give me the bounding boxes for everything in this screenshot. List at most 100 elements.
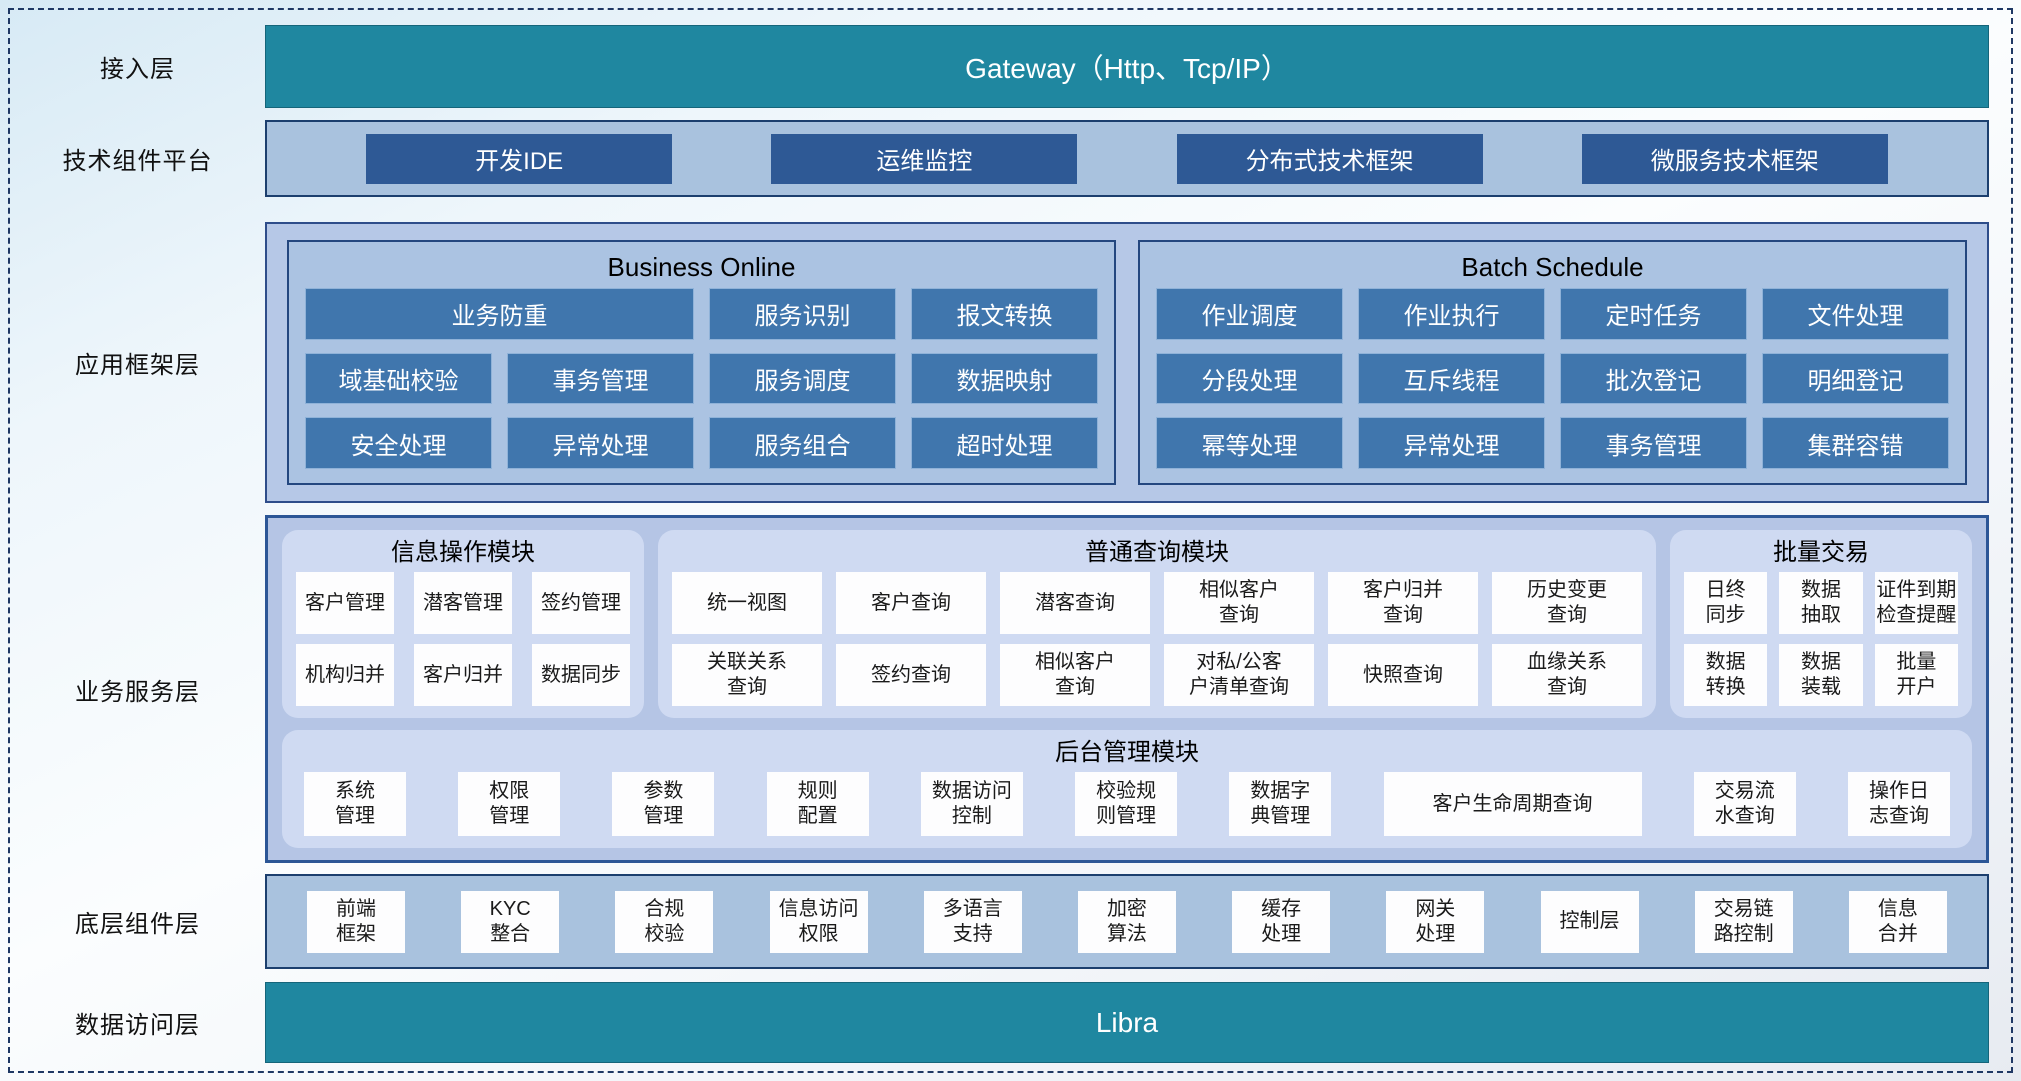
batch-schedule-item: 分段处理 <box>1156 352 1343 405</box>
info-operation-title: 信息操作模块 <box>391 539 535 566</box>
admin-module-item: 客户生命周期查询 <box>1383 772 1642 836</box>
batch-schedule-item: 文件处理 <box>1762 288 1949 340</box>
info-operation-item: 潜客管理 <box>414 572 512 634</box>
business-online-item: 服务调度 <box>709 352 896 405</box>
business-online-item: 超时处理 <box>911 417 1098 469</box>
business-service-row: 业务服务层 信息操作模块 客户管理潜客管理签约管理机构归并客户归并数据同步 普通… <box>10 515 1989 863</box>
base-component-item: 网关 处理 <box>1386 890 1485 953</box>
batch-schedule-item: 事务管理 <box>1560 417 1747 469</box>
admin-module-item: 数据访问 控制 <box>920 772 1023 836</box>
base-components-label: 底层组件层 <box>75 911 200 938</box>
normal-query-item: 潜客查询 <box>1000 572 1150 634</box>
batch-schedule-item: 幂等处理 <box>1156 417 1343 469</box>
base-component-item: 缓存 处理 <box>1232 890 1331 953</box>
business-online-title: Business Online <box>607 252 796 282</box>
tech-platform-panel: 开发IDE 运维监控 分布式技术框架 微服务技术框架 <box>265 120 1989 197</box>
admin-module-item: 交易流 水查询 <box>1693 772 1796 836</box>
normal-query-item: 对私/公客 户清单查询 <box>1164 644 1314 706</box>
business-service-modules: 信息操作模块 客户管理潜客管理签约管理机构归并客户归并数据同步 普通查询模块 统… <box>282 530 1972 718</box>
normal-query-item: 签约查询 <box>836 644 986 706</box>
business-online-item: 数据映射 <box>911 352 1098 405</box>
batch-schedule-item: 批次登记 <box>1560 352 1747 405</box>
base-component-item: 信息 合并 <box>1848 890 1947 953</box>
batch-schedule-section: Batch Schedule 作业调度作业执行定时任务文件处理分段处理互斥线程批… <box>1138 240 1967 485</box>
admin-module-item: 操作日 志查询 <box>1847 772 1950 836</box>
admin-module-item: 权限 管理 <box>458 772 561 836</box>
batch-schedule-grid: 作业调度作业执行定时任务文件处理分段处理互斥线程批次登记明细登记幂等处理异常处理… <box>1156 288 1949 469</box>
batch-schedule-title: Batch Schedule <box>1461 252 1644 282</box>
info-operation-item: 机构归并 <box>296 644 394 706</box>
admin-module-item: 参数 管理 <box>612 772 715 836</box>
batch-schedule-item: 集群容错 <box>1762 417 1949 469</box>
business-service-label: 业务服务层 <box>75 678 200 706</box>
access-layer-label: 接入层 <box>100 56 175 83</box>
normal-query-item: 统一视图 <box>672 572 822 634</box>
business-service-panel: 信息操作模块 客户管理潜客管理签约管理机构归并客户归并数据同步 普通查询模块 统… <box>265 515 1989 863</box>
app-framework-panel: Business Online 业务防重服务识别报文转换域基础校验事务管理服务调… <box>265 222 1989 503</box>
batch-trade-item: 批量 开户 <box>1874 644 1958 706</box>
business-online-item: 事务管理 <box>507 352 694 405</box>
normal-query-item: 相似客户 查询 <box>1164 572 1314 634</box>
business-online-item: 服务组合 <box>709 417 896 469</box>
info-operation-item: 客户归并 <box>414 644 512 706</box>
app-framework-row: 应用框架层 Business Online 业务防重服务识别报文转换域基础校验事… <box>10 222 1989 503</box>
business-online-item: 安全处理 <box>305 417 492 469</box>
business-online-item: 报文转换 <box>911 288 1098 340</box>
batch-trade-grid: 日终 同步数据 抽取证件到期 检查提醒数据 转换数据 装载批量 开户 <box>1684 572 1958 706</box>
admin-module: 后台管理模块 系统 管理权限 管理参数 管理规则 配置数据访问 控制校验规 则管… <box>282 730 1972 848</box>
admin-module-item: 规则 配置 <box>766 772 869 836</box>
business-online-grid: 业务防重服务识别报文转换域基础校验事务管理服务调度数据映射安全处理异常处理服务组… <box>305 288 1098 469</box>
info-operation-item: 客户管理 <box>296 572 394 634</box>
tech-platform-label: 技术组件平台 <box>62 148 213 175</box>
batch-schedule-item: 异常处理 <box>1358 417 1545 469</box>
tech-platform-item: 开发IDE <box>366 133 673 184</box>
app-framework-label: 应用框架层 <box>75 352 200 379</box>
batch-schedule-item: 作业执行 <box>1358 288 1545 340</box>
batch-trade-item: 数据 装载 <box>1779 644 1863 706</box>
normal-query-item: 客户归并 查询 <box>1328 572 1478 634</box>
admin-module-title: 后台管理模块 <box>1055 739 1199 766</box>
info-operation-module: 信息操作模块 客户管理潜客管理签约管理机构归并客户归并数据同步 <box>282 530 644 718</box>
batch-schedule-item: 明细登记 <box>1762 352 1949 405</box>
business-online-item: 域基础校验 <box>305 352 492 405</box>
business-online-item: 服务识别 <box>709 288 896 340</box>
gateway-bar: Gateway（Http、Tcp/IP） <box>265 25 1989 108</box>
admin-module-cards: 系统 管理权限 管理参数 管理规则 配置数据访问 控制校验规 则管理数据字 典管… <box>296 772 1958 836</box>
base-component-item: 交易链 路控制 <box>1694 890 1793 953</box>
batch-trade-item: 数据 转换 <box>1684 644 1768 706</box>
normal-query-item: 客户查询 <box>836 572 986 634</box>
batch-trade-item: 证件到期 检查提醒 <box>1874 572 1958 634</box>
info-operation-grid: 客户管理潜客管理签约管理机构归并客户归并数据同步 <box>296 572 630 706</box>
normal-query-item: 血缘关系 查询 <box>1492 644 1642 706</box>
base-component-item: 信息访问 权限 <box>769 890 868 953</box>
batch-trade-title: 批量交易 <box>1773 539 1869 566</box>
normal-query-item: 历史变更 查询 <box>1492 572 1642 634</box>
batch-schedule-item: 定时任务 <box>1560 288 1747 340</box>
batch-trade-item: 日终 同步 <box>1684 572 1768 634</box>
normal-query-item: 快照查询 <box>1328 644 1478 706</box>
libra-bar: Libra <box>265 982 1989 1063</box>
info-operation-item: 签约管理 <box>532 572 630 634</box>
data-access-row: 数据访问层 Libra <box>10 982 1989 1063</box>
base-component-item: 控制层 <box>1540 890 1639 953</box>
tech-platform-row: 技术组件平台 开发IDE 运维监控 分布式技术框架 微服务技术框架 <box>10 120 1989 197</box>
tech-platform-item: 运维监控 <box>771 133 1078 184</box>
base-component-item: 多语言 支持 <box>923 890 1022 953</box>
business-online-section: Business Online 业务防重服务识别报文转换域基础校验事务管理服务调… <box>287 240 1116 485</box>
normal-query-item: 关联关系 查询 <box>672 644 822 706</box>
normal-query-grid: 统一视图客户查询潜客查询相似客户 查询客户归并 查询历史变更 查询关联关系 查询… <box>672 572 1642 706</box>
normal-query-item: 相似客户 查询 <box>1000 644 1150 706</box>
base-component-item: 加密 算法 <box>1077 890 1176 953</box>
normal-query-title: 普通查询模块 <box>1085 539 1229 566</box>
business-online-item: 业务防重 <box>305 288 694 340</box>
normal-query-module: 普通查询模块 统一视图客户查询潜客查询相似客户 查询客户归并 查询历史变更 查询… <box>658 530 1656 718</box>
batch-trade-module: 批量交易 日终 同步数据 抽取证件到期 检查提醒数据 转换数据 装载批量 开户 <box>1670 530 1972 718</box>
tech-platform-item: 微服务技术框架 <box>1581 133 1888 184</box>
tech-platform-item: 分布式技术框架 <box>1176 133 1483 184</box>
info-operation-item: 数据同步 <box>532 644 630 706</box>
layer-stack: 接入层 Gateway（Http、Tcp/IP） 技术组件平台 开发IDE 运维监… <box>10 10 2011 1071</box>
base-component-item: KYC 整合 <box>461 890 560 953</box>
